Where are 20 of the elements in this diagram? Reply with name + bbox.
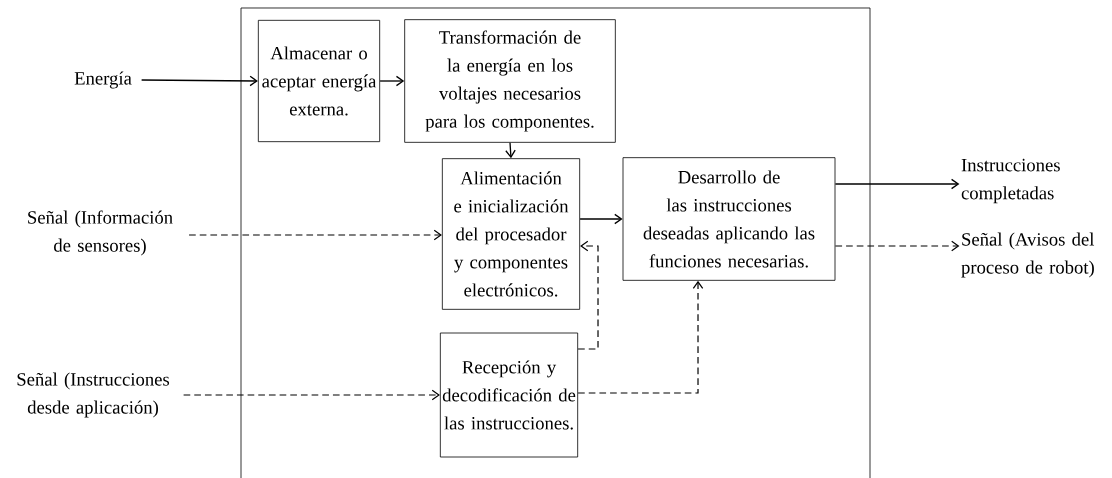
arrow <box>577 280 704 394</box>
arrow <box>379 75 405 87</box>
signal-label: Energía <box>74 71 132 89</box>
process-box: Almacenar o aceptar energía externa. <box>257 19 381 143</box>
process-box: Alimentación e inicialización del procesador y componentes electrónicos. <box>441 158 581 310</box>
process-box: Transformación de la energía en los voltajes necesarios para los componentes. <box>404 19 616 143</box>
arrow <box>505 142 516 159</box>
process-box: Recepción y decodificación de las instrucciones. <box>439 332 579 458</box>
arrow <box>834 178 960 190</box>
signal-label: Instrucciones completadas <box>961 158 1060 204</box>
arrow <box>834 240 960 252</box>
signal-label: Señal (Información de sensores) <box>28 210 173 256</box>
arrow <box>183 389 440 401</box>
arrow <box>579 213 623 225</box>
process-box: Desarrollo de las instrucciones deseadas aplicando las funciones necesarias. <box>622 157 836 281</box>
arrow <box>188 229 442 241</box>
signal-label: Señal (Instrucciones desde aplicación) <box>17 372 170 418</box>
arrow <box>140 75 258 87</box>
signal-label: Señal (Avisos del proceso de robot) <box>961 232 1095 278</box>
arrow <box>577 240 599 350</box>
